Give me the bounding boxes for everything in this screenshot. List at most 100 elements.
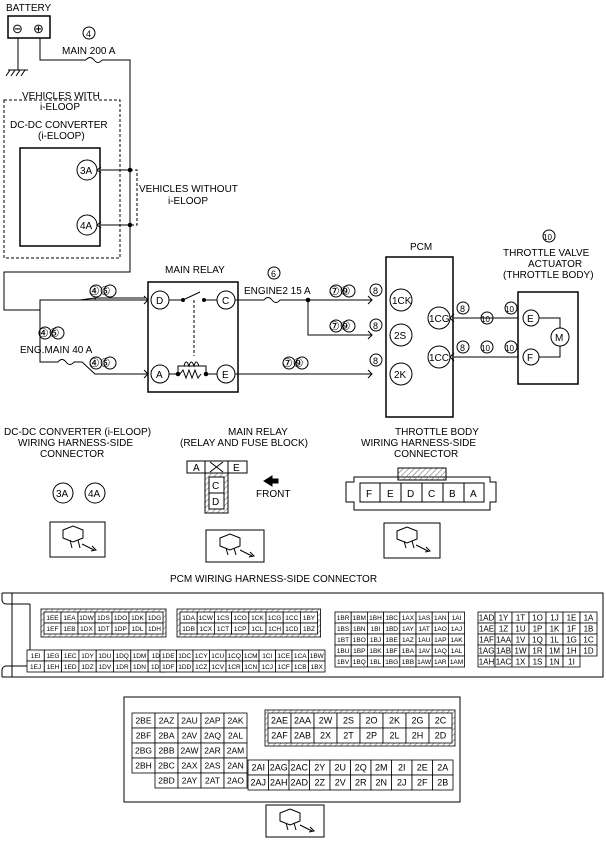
pcm-pin-label: 2M bbox=[375, 763, 388, 773]
pcm-pin-label: 1BK bbox=[369, 648, 382, 655]
pcm-pin-label: 1AO bbox=[434, 626, 447, 633]
pcm-pin-cell bbox=[562, 655, 581, 668]
pcm-pin-label: 1AV bbox=[418, 648, 430, 655]
pcm-pin-cell bbox=[223, 772, 248, 789]
pcm-pin-label: 1EF bbox=[47, 626, 59, 633]
ref-10-d: 10 bbox=[505, 344, 514, 353]
pcm-pin-label: 2D bbox=[435, 731, 447, 741]
conn-throttle-icon bbox=[383, 522, 441, 559]
pcm-pin-label: 1CN bbox=[244, 664, 257, 671]
pcm-pin-label: 1AM bbox=[450, 659, 463, 666]
conn-dcdc-line3: CONNECTOR bbox=[40, 449, 104, 460]
pcm-pin-label: 1J bbox=[550, 613, 558, 622]
pcm-pin-label: 1CQ bbox=[228, 653, 241, 660]
throttle-line1: THROTTLE VALVE bbox=[503, 248, 590, 259]
pcm-pin-label: 2AI bbox=[251, 763, 265, 773]
conn-relay-line1: MAIN RELAY bbox=[228, 427, 288, 438]
front-label: FRONT bbox=[256, 489, 290, 500]
pcm-pin-label: 2I bbox=[398, 763, 406, 773]
pcm-pin-label: 2BB bbox=[158, 746, 174, 756]
conn-relay-icon bbox=[205, 529, 265, 563]
pcm-pin-label: 2AP bbox=[204, 716, 220, 726]
pcm-pin-label: 1CK bbox=[251, 615, 264, 622]
pcm-pin-label: 2AA bbox=[294, 716, 311, 726]
conn-throttle-pin-b: B bbox=[449, 489, 456, 500]
pcm-pin-1cc: 1CC bbox=[429, 353, 449, 364]
conn-throttle-pin-d: D bbox=[407, 489, 414, 500]
pcm-pin-label: 1BO bbox=[353, 637, 366, 644]
pcm-pin-label: 1AF bbox=[479, 635, 494, 644]
pcm-pin-label: 1DF bbox=[162, 664, 174, 671]
pcm-pin-label: 1EH bbox=[47, 664, 60, 671]
pcm-label: PCM bbox=[410, 242, 432, 253]
pcm-pin-label: 2AF bbox=[271, 731, 288, 741]
pcm-pin-label: 2AR bbox=[204, 746, 221, 756]
pcm-pin-label: 1CI bbox=[262, 653, 272, 660]
pcm-ref-8-d: 8 bbox=[460, 304, 465, 314]
pcm-connector-2 bbox=[123, 696, 461, 803]
pcm-pin-label: 2AX bbox=[181, 761, 197, 771]
pcm-pin-label: 2AE bbox=[271, 716, 288, 726]
pcm-pin-label: 1EE bbox=[46, 615, 59, 622]
motor-symbol bbox=[550, 327, 570, 347]
pcm-pin-label: 1BQ bbox=[353, 659, 366, 666]
conn-relay-pin-c: C bbox=[212, 481, 219, 492]
pcm-pin-label: 1BR bbox=[337, 615, 350, 622]
conn-throttle-line3: CONNECTOR bbox=[394, 449, 458, 460]
pcm-pin-label: 1AJ bbox=[451, 626, 462, 633]
pcm-ref-8-e: 8 bbox=[460, 343, 465, 353]
battery-label: BATTERY bbox=[6, 3, 52, 14]
pcm-pin-label: 1CH bbox=[268, 626, 281, 633]
pcm-pin-label: 1W bbox=[515, 646, 527, 655]
pcm-pin-label: 1CX bbox=[199, 626, 212, 633]
ref-79-a: ⑦⑨ bbox=[329, 284, 351, 298]
pcm-pin-label: 1DE bbox=[162, 653, 175, 660]
pcm-pin-1ck: 1CK bbox=[392, 296, 412, 307]
pcm-pin-label: 1DU bbox=[98, 653, 111, 660]
pcm-pin-label: 1DN bbox=[133, 664, 146, 671]
pcm-pin-label: 2C bbox=[435, 716, 447, 726]
pcm-pin-label: 1EJ bbox=[30, 664, 41, 671]
relay-pin-e: E bbox=[222, 370, 229, 381]
pcm-pin-cell bbox=[579, 644, 598, 657]
throttle-pin-e: E bbox=[527, 314, 534, 325]
pcm-pin-label: 1CY bbox=[195, 653, 208, 660]
pcm-pin-label: 1G bbox=[566, 635, 577, 644]
pcm-pin-label: 1DL bbox=[132, 626, 144, 633]
pcm-pin-label: 2H bbox=[412, 731, 424, 741]
pcm-pin-label: 1BC bbox=[385, 615, 398, 622]
pcm-pin-label: 1DS bbox=[97, 615, 110, 622]
conn-relay-pin-e: E bbox=[233, 463, 240, 474]
pcm-pin-label: 1DK bbox=[131, 615, 144, 622]
pcm-pin-label: 1DY bbox=[81, 653, 94, 660]
pcm-pin-label: 1BJ bbox=[370, 637, 381, 644]
battery bbox=[7, 15, 51, 39]
fuse-main-symbol bbox=[85, 57, 103, 63]
pcm-pin-label: 1BU bbox=[337, 648, 350, 655]
pcm-pin-label: 1BX bbox=[311, 664, 324, 671]
ref-45-top: ④⑤ bbox=[89, 284, 111, 298]
ieloop-line1: VEHICLES WITH bbox=[22, 91, 100, 102]
pcm-pin-label: 2V bbox=[335, 778, 346, 788]
pcm-pin-cell bbox=[145, 622, 164, 635]
pcm-pin-label: 2S bbox=[343, 716, 354, 726]
pcm-pin-label: 2AQ bbox=[204, 731, 221, 741]
pcm-pin-label: 1L bbox=[550, 635, 559, 644]
pcm-pin-label: 2AB bbox=[294, 731, 311, 741]
pcm-pin-label: 1AK bbox=[450, 637, 463, 644]
pcm-pin-label: 1BH bbox=[369, 615, 382, 622]
pcm-pin-label: 1AX bbox=[402, 615, 415, 622]
ieloop-area bbox=[3, 99, 121, 259]
conn-dcdc-icon bbox=[49, 521, 106, 558]
pcm-pin-label: 2P bbox=[366, 731, 377, 741]
pcm-pin-label: 2L bbox=[389, 731, 399, 741]
pcm-pin-label: 1BF bbox=[386, 648, 398, 655]
pcm-pin-label: 1I bbox=[568, 657, 575, 666]
pcm-pin-label: 2E bbox=[417, 763, 428, 773]
relay-pin-d: D bbox=[156, 296, 163, 307]
pcm-pin-label: 1DV bbox=[99, 664, 112, 671]
pcm-pin-label: 1B bbox=[584, 624, 594, 633]
conn-throttle-pin-f: F bbox=[366, 489, 372, 500]
pcm-pin-label: 1BI bbox=[371, 626, 381, 633]
pcm-pin-label: 2BG bbox=[135, 746, 152, 756]
